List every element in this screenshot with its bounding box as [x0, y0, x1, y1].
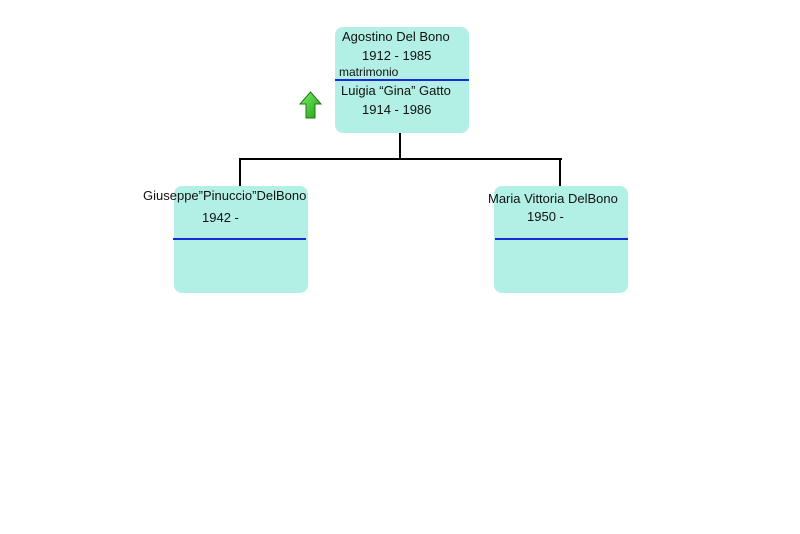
child-divider: [495, 238, 628, 240]
union-label: matrimonio: [339, 65, 399, 79]
wife-years: 1914 - 1986: [362, 102, 432, 117]
child-years: 1942 -: [202, 210, 239, 225]
wife-name: Luigia “Gina” Gatto: [341, 83, 451, 98]
connector-child-right: [559, 158, 561, 187]
child-divider: [173, 238, 306, 240]
couple-divider: [335, 79, 469, 81]
husband-years: 1912 - 1985: [362, 48, 432, 63]
connector-horizontal: [239, 158, 562, 160]
child-name: Giuseppe”Pinuccio”DelBono: [143, 188, 307, 203]
child-name: Maria Vittoria DelBono: [488, 191, 618, 206]
connector-child-left: [239, 158, 241, 187]
connector-parent-down: [399, 133, 401, 159]
parents-card[interactable]: Agostino Del Bono 1912 - 1985 matrimonio…: [335, 27, 469, 133]
husband-name: Agostino Del Bono: [342, 29, 450, 44]
up-arrow-icon[interactable]: [299, 91, 322, 119]
child-years: 1950 -: [527, 209, 564, 224]
